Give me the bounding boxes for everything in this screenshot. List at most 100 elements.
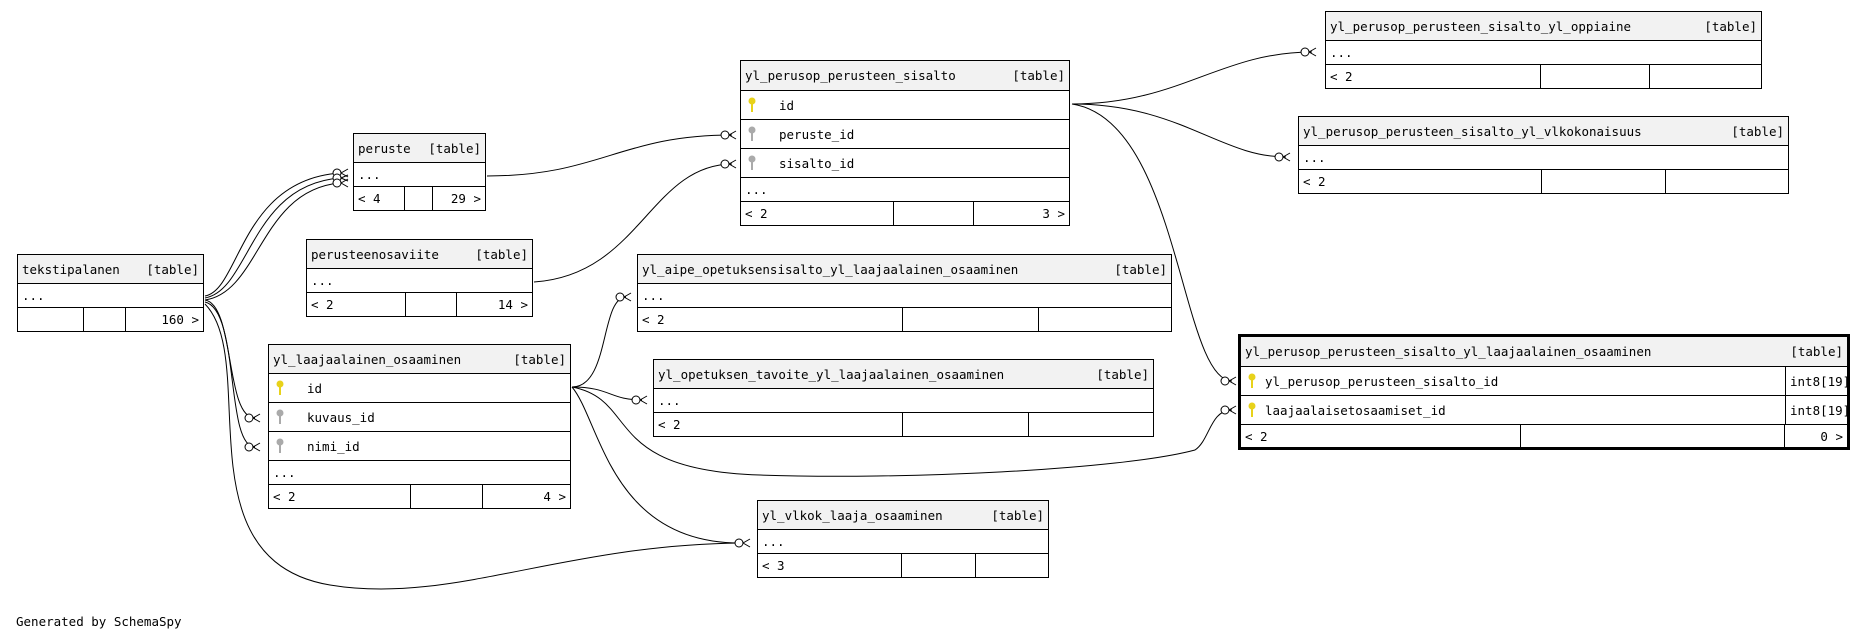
table-kind: [table] (1096, 366, 1149, 382)
table-kind: [table] (428, 140, 481, 156)
table-header: perusteenosaviite [table] (307, 240, 532, 269)
table-tekstipalanen[interactable]: tekstipalanen[table] ... 160 > (17, 254, 204, 332)
table-yl-laajaalainen-osaaminen[interactable]: yl_laajaalainen_osaaminen[table] id kuva… (268, 344, 571, 509)
children-count[interactable]: 0 > (1820, 428, 1843, 444)
column-row: sisalto_id (741, 149, 1069, 178)
column-name: ... (273, 465, 296, 480)
table-perusteenosaviite[interactable]: perusteenosaviite [table] ... < 2 14 > (306, 239, 533, 317)
relation-line (486, 134, 733, 177)
row-count (903, 413, 1029, 436)
column-name: ... (642, 288, 665, 303)
table-name: yl_aipe_opetuksensisalto_yl_laajaalainen… (642, 261, 1019, 277)
parents-count[interactable]: < 2 (1299, 170, 1542, 193)
table-kind: [table] (475, 246, 528, 262)
table-yl-vlkok-laaja-osaaminen[interactable]: yl_vlkok_laaja_osaaminen[table] ... < 3 (757, 500, 1049, 578)
parents-count[interactable]: < 2 (654, 413, 903, 436)
table-peruste[interactable]: peruste[table] ... < 4 29 > (353, 133, 486, 211)
foreign-key-icon (745, 126, 759, 142)
parents-count[interactable]: < 2 (269, 485, 411, 508)
column-name: ... (22, 288, 45, 303)
relation-line (204, 303, 741, 590)
children-count[interactable] (1029, 413, 1153, 436)
table-kind: [table] (513, 351, 566, 367)
relation-end-circle (1220, 405, 1230, 415)
table-kind: [table] (1704, 18, 1757, 34)
column-row: ... (307, 269, 532, 293)
foreign-key-icon (273, 438, 287, 454)
row-count (894, 202, 974, 225)
column-row: kuvaus_id (269, 403, 570, 432)
table-yl-opetuksen-tavoite-yl-laajaalainen-osaaminen[interactable]: yl_opetuksen_tavoite_yl_laajaalainen_osa… (653, 359, 1154, 437)
row-count (1542, 170, 1666, 193)
children-count[interactable]: 160 > (161, 312, 199, 327)
table-header: yl_aipe_opetuksensisalto_yl_laajaalainen… (638, 255, 1171, 284)
relation-line (533, 163, 733, 283)
relation-line (204, 299, 256, 419)
row-count (1541, 65, 1650, 88)
table-header: yl_perusop_perusteen_sisalto [table] (741, 61, 1069, 91)
table-header: yl_perusop_perusteen_sisalto_yl_laajaala… (1241, 337, 1847, 367)
table-yl-perusop-perusteen-sisalto-yl-vlkokonaisuus[interactable]: yl_perusop_perusteen_sisalto_yl_vlkokona… (1298, 116, 1789, 194)
table-footer: < 2 14 > (307, 293, 532, 316)
parents-count[interactable]: < 3 (758, 554, 902, 577)
column-row: ... (354, 163, 485, 187)
parents-count[interactable]: < 2 (1241, 425, 1521, 447)
column-row: ... (758, 530, 1048, 554)
relation-line (571, 386, 1233, 477)
table-header: yl_perusop_perusteen_sisalto_yl_vlkokona… (1299, 117, 1788, 146)
relation-end-circle (244, 413, 254, 423)
table-name: yl_perusop_perusteen_sisalto_yl_laajaala… (1245, 344, 1652, 359)
table-name: yl_perusop_perusteen_sisalto (745, 68, 956, 83)
column-row: laajaalaisetosaamiset_id int8[19] (1241, 396, 1850, 425)
parents-count[interactable]: < 2 (638, 308, 903, 331)
column-row: ... (638, 284, 1171, 308)
children-count[interactable]: 4 > (543, 489, 566, 504)
relation-end-circle (734, 538, 744, 548)
column-type: int8[19] (1785, 396, 1850, 424)
table-footer: < 2 (638, 308, 1171, 331)
column-type: int8[19] (1785, 367, 1850, 395)
column-name: ... (1303, 150, 1326, 165)
table-header: yl_opetuksen_tavoite_yl_laajaalainen_osa… (654, 360, 1153, 389)
parents-count[interactable]: < 4 (354, 187, 405, 210)
table-header: yl_vlkok_laaja_osaaminen[table] (758, 501, 1048, 530)
children-count[interactable]: 3 > (1042, 206, 1065, 221)
table-yl-perusop-perusteen-sisalto-yl-laajaalainen-osaaminen[interactable]: yl_perusop_perusteen_sisalto_yl_laajaala… (1238, 334, 1850, 450)
column-name: peruste_id (779, 126, 855, 142)
table-name: perusteenosaviite (311, 246, 439, 262)
column-name: nimi_id (307, 438, 360, 454)
children-count[interactable] (976, 554, 1048, 577)
children-count[interactable] (1666, 170, 1788, 193)
table-name: yl_vlkok_laaja_osaaminen (762, 507, 943, 523)
parents-count[interactable]: < 2 (307, 293, 406, 316)
parents-count[interactable]: < 2 (1326, 65, 1541, 88)
relation-line (1071, 103, 1233, 382)
children-count[interactable] (1650, 65, 1761, 88)
table-footer: < 2 3 > (741, 202, 1069, 225)
column-name: id (779, 97, 795, 113)
table-name: yl_perusop_perusteen_sisalto_yl_oppiaine (1330, 18, 1632, 34)
parents-count[interactable] (18, 308, 84, 331)
parents-count[interactable]: < 2 (741, 202, 894, 225)
table-yl-aipe-opetuksensisalto-yl-laajaalainen-osaaminen[interactable]: yl_aipe_opetuksensisalto_yl_laajaalainen… (637, 254, 1172, 332)
table-header: yl_laajaalainen_osaaminen[table] (269, 345, 570, 374)
relation-line (1071, 51, 1313, 105)
table-yl-perusop-perusteen-sisalto-yl-oppiaine[interactable]: yl_perusop_perusteen_sisalto_yl_oppiaine… (1325, 11, 1762, 89)
relation-end-circle (332, 178, 342, 188)
children-count[interactable] (1039, 308, 1171, 331)
column-name: ... (311, 273, 334, 288)
column-name: laajaalaisetosaamiset_id (1265, 402, 1446, 418)
children-count[interactable]: 14 > (497, 297, 528, 312)
relation-end-circle (1274, 152, 1284, 162)
relation-end-circle (631, 395, 641, 405)
table-name: yl_perusop_perusteen_sisalto_yl_vlkokona… (1303, 123, 1642, 139)
primary-key-icon (273, 380, 287, 396)
table-yl-perusop-perusteen-sisalto[interactable]: yl_perusop_perusteen_sisalto [table] id p… (740, 60, 1070, 226)
children-count[interactable]: 29 > (450, 191, 481, 206)
column-row: ... (1326, 41, 1761, 65)
column-row: ... (1299, 146, 1788, 170)
column-name: ... (1330, 45, 1353, 60)
table-kind: [table] (1012, 68, 1065, 83)
relation-line (204, 301, 256, 448)
